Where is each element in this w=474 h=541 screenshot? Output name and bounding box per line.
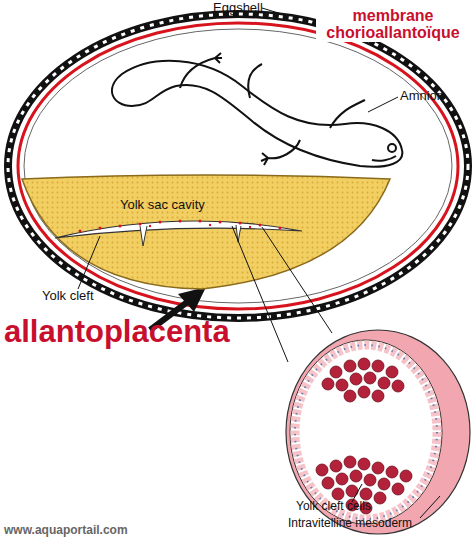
allantoplacenta-label: allantoplacenta [4,314,230,350]
cleft-section-inset [286,330,470,534]
cleft-notches [140,225,241,246]
yolk-cleft [55,221,302,238]
leader-lines [78,8,440,518]
node-text: Yolk sac cavity [120,197,205,212]
embryo [112,53,402,167]
eggshell [8,14,468,318]
mesoderm-label: Intravitelline mesoderm [288,516,412,530]
amnion-label: Amnion [400,88,444,103]
yolk-cleft-label: Yolk cleft [42,288,94,303]
eggshell-label: Eggshell [213,0,263,15]
cells-label: Yolk cleft cells [296,499,371,513]
membrane-label: membrane chorioallantoïque [316,6,470,42]
watermark: www.aquaportail.com [4,523,128,537]
eggshell-pattern [8,14,468,318]
cleft-dots [79,220,282,233]
yolk-sac-shape [22,175,390,289]
chorioallantoic-membrane [18,23,458,309]
